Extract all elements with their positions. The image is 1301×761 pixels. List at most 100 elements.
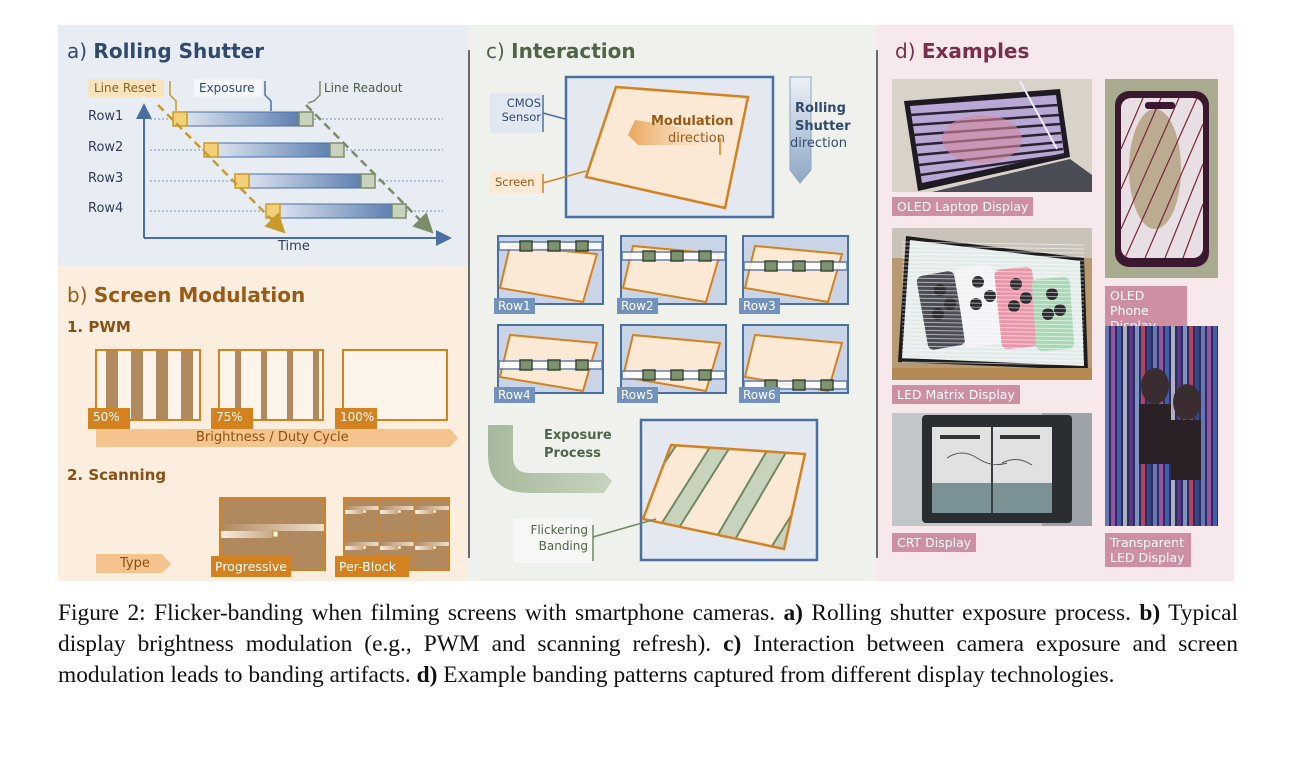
row-tag: Row6 xyxy=(739,387,780,403)
flickering-label-bg xyxy=(514,519,592,563)
row-tag: Row5 xyxy=(617,387,658,403)
duty-cycle-75: 75% xyxy=(216,410,243,424)
band-patch xyxy=(519,240,533,252)
band-patch xyxy=(575,240,589,252)
rolling-shutter-arrow xyxy=(789,76,812,184)
exposure-bar xyxy=(246,173,362,189)
line-readout-leader xyxy=(307,81,321,104)
exposure-bar xyxy=(184,111,300,127)
readout-block xyxy=(391,203,407,219)
band-patch xyxy=(642,369,656,381)
exposure-label-bg xyxy=(194,79,262,97)
progressive-tag-bg xyxy=(211,556,291,577)
band-patch xyxy=(547,240,561,252)
scan-type-per-block: Per-Block xyxy=(339,559,396,574)
per-block-tag-bg xyxy=(335,556,409,577)
caption-b-text: Typical display brightness modulation (e… xyxy=(58,600,1238,657)
row-screen xyxy=(498,244,599,304)
example-label: LED Matrix Display xyxy=(892,385,1020,404)
caption-a-key: a) xyxy=(783,600,803,626)
rolling-shutter-diagram xyxy=(88,79,452,246)
exposure-bar xyxy=(277,203,393,219)
row-tag: Row1 xyxy=(494,298,535,314)
led-matrix-photo xyxy=(892,228,1092,380)
row-screen xyxy=(743,244,844,304)
caption-b-key: b) xyxy=(1139,600,1161,626)
exposure-bar xyxy=(215,142,331,158)
panel-rolling-shutter: a) Rolling Shutter xyxy=(58,25,468,266)
band-patch xyxy=(792,260,806,272)
screen-label-bg xyxy=(490,171,542,193)
duty-cycle-50: 50% xyxy=(93,410,120,424)
row-label: Row1 xyxy=(88,109,124,124)
interaction-diagram xyxy=(488,75,849,563)
type-axis-label: Type xyxy=(120,556,150,571)
panel-screen-modulation: b) Screen Modulation 1. PWM xyxy=(58,266,468,581)
caption-figure-label: Figure 2: xyxy=(58,600,146,626)
caption-c-key: c) xyxy=(723,631,742,657)
caption-intro: Flicker-banding when filming screens wit… xyxy=(154,600,776,626)
time-axis-label: Time xyxy=(278,239,310,254)
line-reset-leader xyxy=(169,81,177,111)
panel-a-title: a) Rolling Shutter xyxy=(67,39,265,63)
readout-diagonal xyxy=(305,104,434,234)
line-reset-label: Line Reset xyxy=(94,81,157,95)
exposure-label: Exposure xyxy=(199,81,255,95)
row-tag: Row3 xyxy=(739,298,780,314)
band-patch xyxy=(519,359,533,371)
row-label: Row4 xyxy=(88,201,124,216)
phone-photo xyxy=(1105,79,1218,278)
readout-block xyxy=(329,142,345,158)
brightness-axis-label: Brightness / Duty Cycle xyxy=(196,430,349,445)
reset-block xyxy=(172,111,188,127)
row-tag: Row4 xyxy=(494,387,535,403)
duty-tag-bg xyxy=(335,408,377,429)
band-patch xyxy=(792,379,806,391)
caption-a-text: Rolling shutter exposure process. xyxy=(811,600,1131,626)
panel-c-title: c) Interaction xyxy=(486,39,636,63)
band-patch xyxy=(642,250,656,262)
row-label: Row3 xyxy=(88,171,124,186)
panel-examples: d) Examples OLED Laptop Display xyxy=(876,25,1234,581)
band-patch xyxy=(698,369,712,381)
line-readout-label: Line Readout xyxy=(324,81,403,95)
scan-block xyxy=(413,533,450,571)
flickering-banding-label: Flickering Banding xyxy=(530,523,588,553)
pwm-heading: 1. PWM xyxy=(67,318,131,336)
duty-cycle-100: 100% xyxy=(340,410,375,424)
exposure-leader xyxy=(264,81,272,111)
band-patch xyxy=(575,359,589,371)
panel-d-title: d) Examples xyxy=(895,39,1030,63)
screen-label: Screen xyxy=(495,175,535,189)
band-patch xyxy=(670,369,684,381)
modulation-direction-label: direction xyxy=(668,131,725,146)
modulation-diagram xyxy=(88,349,458,577)
type-arrow xyxy=(96,554,171,573)
band-patch xyxy=(547,359,561,371)
readout-block xyxy=(298,111,314,127)
band-patch xyxy=(698,250,712,262)
panel-interaction: c) Interaction xyxy=(468,25,876,581)
duty-tag-bg xyxy=(211,408,253,429)
cmos-label-bg xyxy=(490,93,542,133)
caption-c-text: Interaction between camera exposure and … xyxy=(58,631,1238,688)
band-patch xyxy=(820,379,834,391)
exposure-process-arrow xyxy=(488,425,612,493)
caption-d-text: Example banding patterns captured from d… xyxy=(443,662,1115,688)
rolling-shutter-label: Rolling Shutter xyxy=(795,101,851,134)
modulation-arrow xyxy=(628,120,720,145)
line-reset-label-bg xyxy=(88,79,164,97)
divider-left xyxy=(468,50,470,558)
example-label: Transparent LED Display xyxy=(1105,533,1191,567)
row-screen xyxy=(743,333,844,393)
band-patch xyxy=(764,260,778,272)
crt-photo xyxy=(892,413,1092,526)
brightness-arrow xyxy=(96,429,458,447)
row-label: Row2 xyxy=(88,140,124,155)
duty-tag-bg xyxy=(88,408,130,429)
laptop-photo xyxy=(892,79,1092,192)
modulation-label: Modulation xyxy=(651,114,734,129)
rolling-shutter-direction-label: direction xyxy=(790,136,847,151)
readout-block xyxy=(360,173,376,189)
figure: a) Rolling Shutter xyxy=(58,25,1234,581)
